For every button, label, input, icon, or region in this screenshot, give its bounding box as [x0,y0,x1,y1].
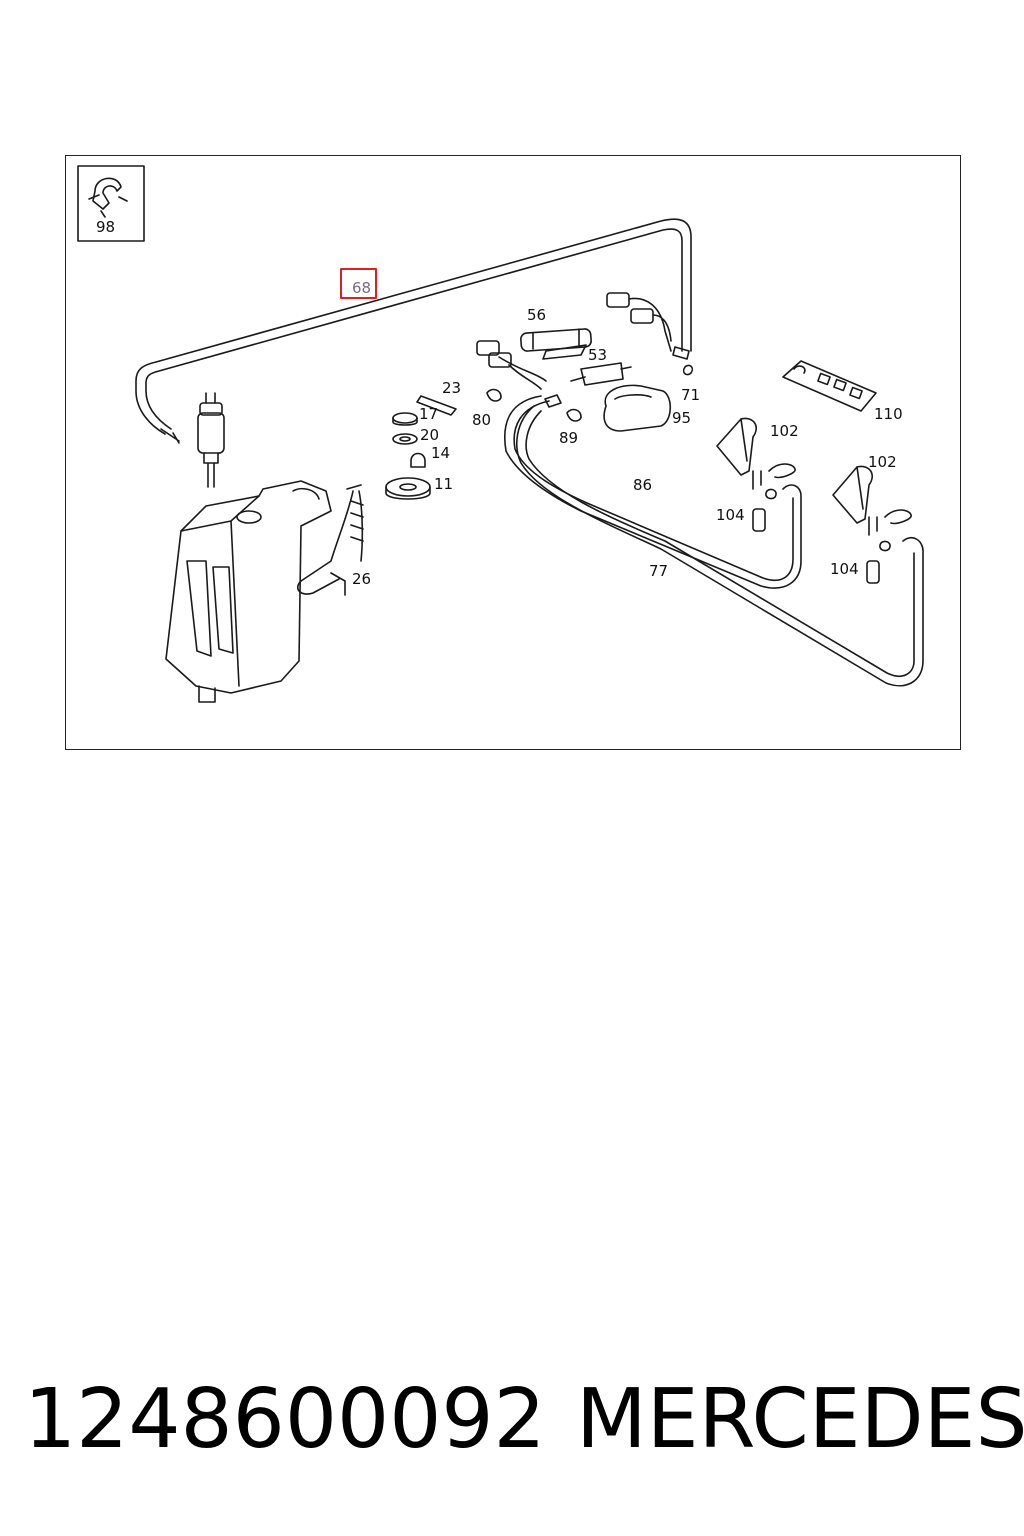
parts-diagram: 98 68 23 17 20 14 11 26 56 53 71 80 89 9… [65,155,961,750]
part-number: 1248600092 [24,1372,546,1467]
washer-line-68 [135,218,692,435]
label-20: 20 [420,426,439,444]
label-11: 11 [434,475,453,493]
level-sensor [297,484,364,596]
label-110: 110 [874,405,903,423]
nozzle-right [832,465,912,584]
label-14: 14 [431,444,450,462]
washer-pump [160,392,225,488]
label-102-right: 102 [868,453,897,471]
label-56: 56 [527,306,546,324]
hose-assembly [476,340,632,422]
label-17: 17 [419,405,438,423]
connector-71 [606,292,694,376]
label-68: 68 [352,279,371,297]
label-80: 80 [472,411,491,429]
label-104-right: 104 [830,560,859,578]
label-89: 89 [559,429,578,447]
nozzle-left [716,417,796,532]
label-71: 71 [681,386,700,404]
filler-parts [385,395,457,500]
reservoir-tank [165,480,332,703]
label-102-left: 102 [770,422,799,440]
filter-95 [603,384,672,432]
label-98: 98 [96,218,115,236]
label-53: 53 [588,346,607,364]
connector-56-53 [520,328,592,360]
highlight-box [340,268,377,299]
label-86: 86 [633,476,652,494]
label-77: 77 [649,562,668,580]
label-95: 95 [672,409,691,427]
plate-110 [782,360,877,412]
parts-diagram-drawing: 98 68 23 17 20 14 11 26 56 53 71 80 89 9… [77,165,924,703]
hose-86-77 [504,395,924,687]
clip-icon [92,177,122,210]
label-26: 26 [352,570,371,588]
footer-caption: 1248600092 MERCEDES [20,1370,1024,1470]
label-104-left: 104 [716,506,745,524]
label-23: 23 [442,379,461,397]
brand-name: MERCEDES [576,1372,1024,1467]
clip-inset-box [77,165,145,242]
